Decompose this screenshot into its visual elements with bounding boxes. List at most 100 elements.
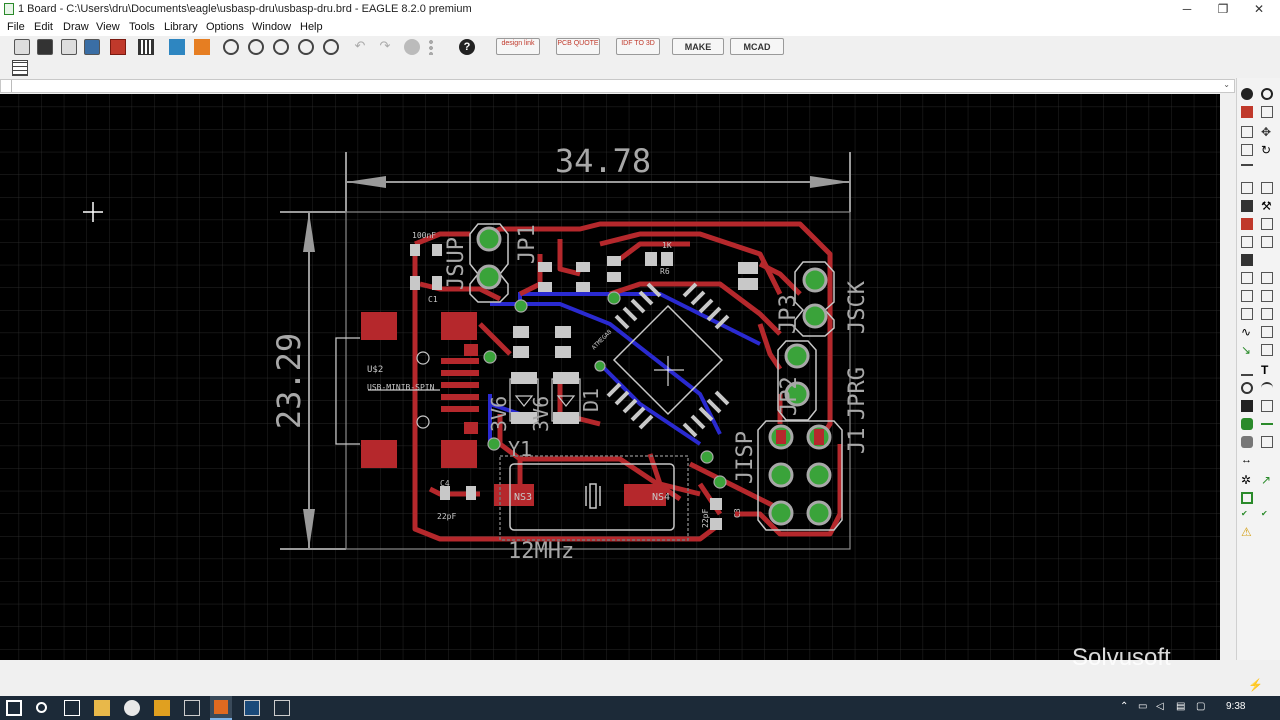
attribute-icon[interactable]: [1261, 436, 1273, 448]
eagle-taskbar-icon[interactable]: [210, 696, 232, 720]
sch-brd-switch-icon[interactable]: [110, 39, 126, 55]
command-line-input[interactable]: ⌄: [0, 79, 1235, 93]
terminal-icon[interactable]: [274, 700, 290, 716]
ulp-icon[interactable]: [169, 39, 185, 55]
drc-icon[interactable]: ✔: [1261, 509, 1268, 518]
board-canvas[interactable]: 34.78 23.29: [0, 94, 1220, 660]
menu-tools[interactable]: Tools: [129, 21, 155, 33]
miter-icon[interactable]: [1261, 290, 1273, 302]
rectangle-icon[interactable]: [1241, 400, 1253, 412]
chrome-icon[interactable]: [124, 700, 140, 716]
zoom-redraw-icon[interactable]: [298, 39, 314, 55]
zoom-out-icon[interactable]: [273, 39, 289, 55]
info-icon[interactable]: [1241, 88, 1253, 100]
command-history-button[interactable]: [1, 80, 12, 92]
dimension-icon[interactable]: ↔: [1241, 454, 1252, 466]
task-view-icon[interactable]: [64, 700, 80, 716]
close-button[interactable]: ✕: [1253, 2, 1265, 16]
polygon-icon[interactable]: [1261, 400, 1273, 412]
text-icon[interactable]: T: [1261, 363, 1269, 377]
ratsnest-icon[interactable]: ✲: [1241, 473, 1252, 487]
minimize-button[interactable]: ─: [1182, 2, 1192, 16]
menu-edit[interactable]: Edit: [34, 21, 53, 33]
go-status-icon[interactable]: ⚡: [1248, 678, 1263, 692]
split-icon[interactable]: [1241, 290, 1253, 302]
copy-icon[interactable]: [1241, 182, 1253, 194]
menu-options[interactable]: Options: [206, 21, 244, 33]
idf-to-3d-button[interactable]: IDF TO 3D: [616, 38, 660, 55]
wrench-icon[interactable]: ⚒: [1261, 199, 1272, 213]
paste-icon[interactable]: [1261, 182, 1273, 194]
swap-icon[interactable]: [1261, 218, 1273, 230]
arc-icon[interactable]: [1261, 382, 1273, 394]
taskbar-clock[interactable]: 9:38: [1226, 701, 1246, 712]
route-icon[interactable]: ∿: [1241, 325, 1252, 339]
help-icon[interactable]: ?: [459, 39, 475, 55]
mcad-button[interactable]: MCAD: [730, 38, 784, 55]
grid-icon[interactable]: [12, 60, 28, 76]
print-icon[interactable]: [61, 39, 77, 55]
show-icon[interactable]: [1261, 88, 1273, 100]
cam-icon[interactable]: [84, 39, 100, 55]
warning-icon[interactable]: ⚠: [1241, 525, 1252, 539]
volume-icon[interactable]: ◁: [1156, 701, 1164, 712]
menu-file[interactable]: File: [7, 21, 25, 33]
zoom-select-icon[interactable]: [323, 39, 339, 55]
maximize-button[interactable]: ❐: [1217, 2, 1229, 16]
ripup-icon[interactable]: [1261, 326, 1273, 338]
calculator-icon[interactable]: [184, 700, 200, 716]
mark-icon[interactable]: [1261, 106, 1273, 118]
layer-icon[interactable]: [1241, 106, 1253, 118]
value-icon[interactable]: [1261, 272, 1273, 284]
search-icon[interactable]: [36, 702, 47, 713]
name-icon[interactable]: [1241, 272, 1253, 284]
auto-icon[interactable]: ↗: [1261, 473, 1272, 487]
replace-icon[interactable]: [1241, 218, 1253, 230]
menu-library[interactable]: Library: [164, 21, 198, 33]
rotate-icon[interactable]: ↻: [1261, 143, 1272, 157]
network-icon[interactable]: ▭: [1138, 701, 1148, 712]
go-icon[interactable]: [427, 39, 435, 55]
pcb-quote-button[interactable]: PCB QUOTE: [556, 38, 600, 55]
file-explorer-icon[interactable]: [94, 700, 110, 716]
menu-draw[interactable]: Draw: [63, 21, 89, 33]
optimize-icon[interactable]: [1241, 308, 1253, 320]
chevron-down-icon[interactable]: ⌄: [1223, 80, 1230, 89]
menu-view[interactable]: View: [96, 21, 120, 33]
meander-icon[interactable]: [1261, 308, 1273, 320]
menu-window[interactable]: Window: [252, 21, 292, 33]
group-icon[interactable]: [1241, 126, 1253, 138]
make-button[interactable]: MAKE: [672, 38, 724, 55]
lock-icon[interactable]: [1241, 236, 1253, 248]
menu-help[interactable]: Help: [300, 21, 323, 33]
window-app-icon[interactable]: [244, 700, 260, 716]
stop-icon[interactable]: [404, 39, 420, 55]
line-icon[interactable]: [1241, 364, 1253, 376]
zoom-in-icon[interactable]: [248, 39, 264, 55]
library-icon[interactable]: [138, 39, 154, 55]
via-icon[interactable]: [1241, 418, 1253, 430]
save-icon[interactable]: [37, 39, 53, 55]
move-icon[interactable]: ✥: [1261, 125, 1272, 139]
keyboard-icon[interactable]: ▤: [1176, 701, 1186, 712]
mirror-icon[interactable]: [1241, 144, 1253, 156]
open-icon[interactable]: [14, 39, 30, 55]
autorouter-icon[interactable]: ↘: [1241, 343, 1252, 357]
erc-icon[interactable]: ✔: [1241, 509, 1248, 518]
undo-icon[interactable]: ↶: [354, 38, 366, 53]
align-icon[interactable]: [1241, 164, 1253, 176]
fanout-icon[interactable]: [1261, 344, 1273, 356]
tray-chevron-icon[interactable]: ⌃: [1120, 701, 1129, 712]
start-icon[interactable]: [6, 700, 22, 716]
redo-icon[interactable]: ↷: [379, 38, 391, 53]
drc-board-icon[interactable]: [1241, 492, 1253, 504]
signal-icon[interactable]: [1261, 423, 1273, 435]
design-link-button[interactable]: design link: [496, 38, 540, 55]
circle-icon[interactable]: [1241, 382, 1253, 394]
hole-icon[interactable]: [1241, 436, 1253, 448]
notification-icon[interactable]: ▢: [1196, 701, 1206, 712]
media-icon[interactable]: [154, 700, 170, 716]
script-icon[interactable]: [194, 39, 210, 55]
delete-icon[interactable]: [1241, 200, 1253, 212]
lock-part-icon[interactable]: [1241, 254, 1253, 266]
